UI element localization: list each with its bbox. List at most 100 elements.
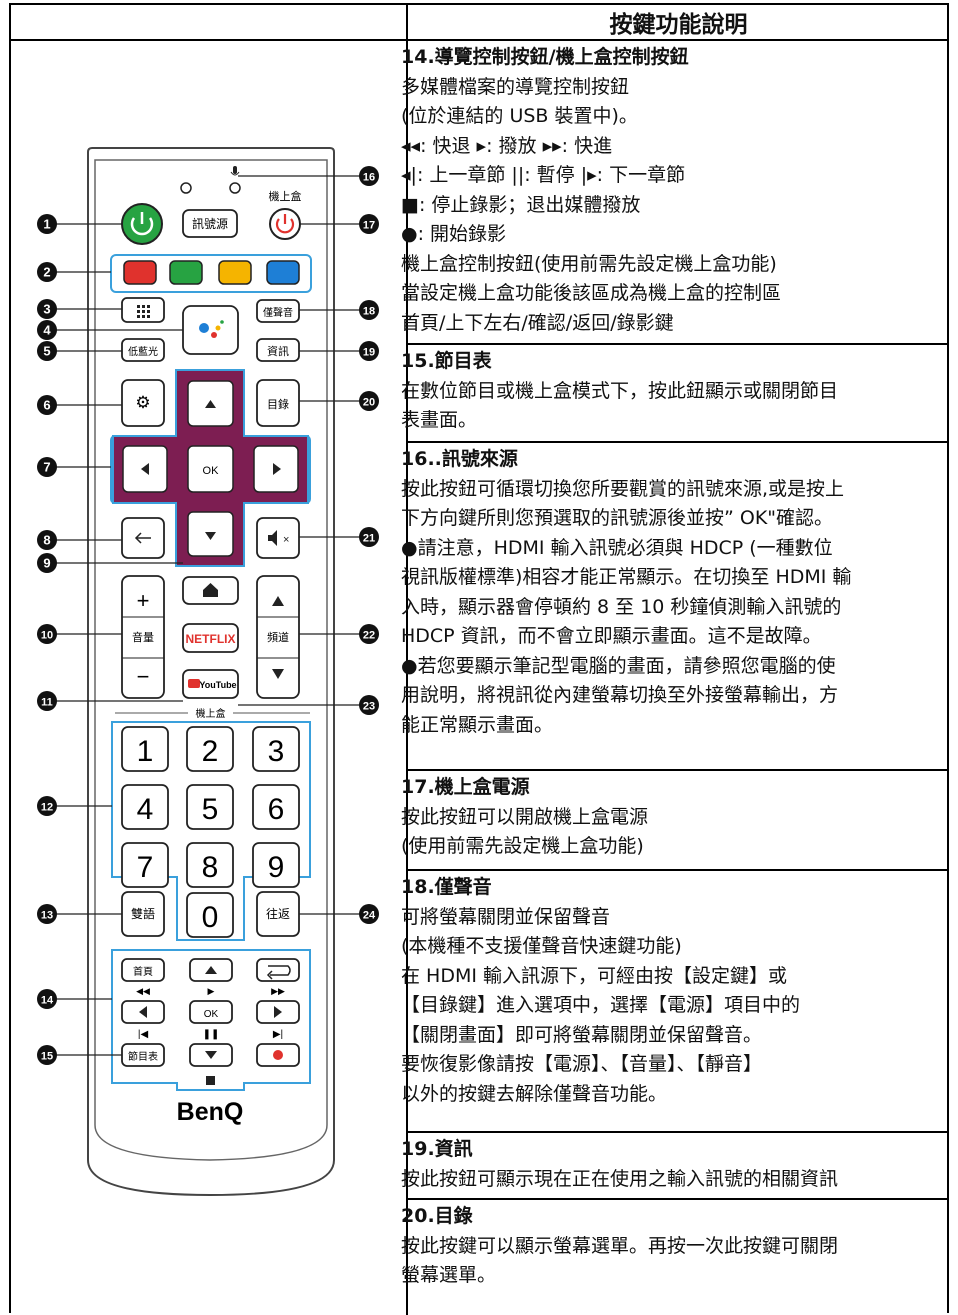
stb-power-icon (275, 214, 295, 234)
stb-ok-button[interactable] (189, 1000, 233, 1024)
callout-number: 7 (43, 460, 50, 475)
section-line: 可將螢幕關閉並保留聲音 (401, 905, 611, 928)
stb-ok-label: OK (204, 1009, 219, 1020)
stb-divider-label: 機上盒 (196, 707, 226, 720)
section-line: ◂◂: 快退 ▸: 撥放 ▸▸: 快進 (401, 134, 613, 157)
section-stb-power: 17.機上盒電源 按此按鈕可以開啟機上盒電源 (使用前需先設定機上盒功能) (401, 773, 933, 862)
home-icon (203, 583, 218, 597)
section-line: 當設定機上盒功能後該區成為機上盒的控制區 (401, 282, 782, 304)
callout-number: 15 (41, 1051, 53, 1063)
pause-icon: ❚❚ (203, 1029, 220, 1040)
digit-label: 1 (137, 735, 154, 768)
google-assistant-icon (199, 320, 224, 338)
arrow-up-icon (205, 400, 216, 408)
callout-number: 20 (363, 397, 375, 409)
stb-up-icon (205, 966, 217, 974)
section-line: 表畫面。 (401, 409, 478, 431)
digit-button-5[interactable] (186, 784, 234, 830)
digit-button-8[interactable] (186, 842, 234, 888)
mute-icon: × (268, 530, 289, 546)
volume-label: 音量 (132, 630, 154, 644)
section-title: 14.導覽控制按鈕/機上盒控制按鈕 (401, 46, 689, 68)
netflix-button[interactable] (182, 623, 239, 653)
stb-label: 機上盒 (269, 189, 302, 203)
digit-button-3[interactable] (252, 726, 300, 772)
callout-marker (37, 624, 57, 644)
section-source: 16..訊號來源 按此按鈕可循環切換您所要觀賞的訊號來源,或是按上 下方向鍵所則… (401, 445, 933, 740)
callout-marker (359, 695, 379, 715)
stb-down-icon (205, 1051, 217, 1059)
callout-number: 4 (43, 323, 51, 338)
green-button[interactable] (169, 260, 203, 285)
section-info: 19.資訊 按此按鈕可顯示現在正在使用之輸入訊號的相關資訊 (401, 1135, 933, 1194)
callout-marker (37, 299, 57, 319)
media-highlight (111, 949, 311, 1091)
stb-home-button[interactable] (121, 958, 165, 982)
assistant-button[interactable] (182, 305, 239, 355)
return-key-label: 往返 (266, 906, 290, 921)
callout-number: 19 (363, 347, 375, 359)
settings-button[interactable] (121, 379, 165, 427)
callout-marker (37, 214, 57, 234)
callout-number: 22 (363, 630, 375, 642)
channel-down-icon (272, 669, 284, 679)
section-line: 多媒體檔案的導覽控制按鈕 (401, 75, 630, 98)
digit-button-1[interactable] (121, 726, 169, 772)
callout-number: 8 (43, 533, 50, 548)
callout-marker (37, 1045, 57, 1065)
info-button[interactable] (256, 338, 300, 362)
section-title: 15.節目表 (401, 350, 492, 372)
next-chapter-icon: ▶| (273, 1029, 283, 1040)
red-button[interactable] (123, 260, 157, 285)
volume-rocker[interactable] (121, 575, 165, 699)
low-blue-button[interactable] (121, 338, 165, 362)
digit-button-4[interactable] (121, 784, 169, 830)
stb-return-button[interactable] (256, 958, 300, 982)
svg-text:×: × (283, 534, 289, 546)
callout-number: 1 (43, 217, 50, 232)
digit-button-7[interactable] (121, 842, 169, 888)
netflix-label: NETFLIX (186, 632, 236, 646)
section-line: ●: 開始錄影 (401, 223, 507, 245)
source-button[interactable] (182, 209, 238, 238)
digit-label: 0 (202, 901, 219, 934)
section-menu: 20.目錄 按此按鍵可以顯示螢幕選單。再按一次此按鍵可關閉 螢幕選單。 (401, 1202, 933, 1291)
section-line: (位於連結的 USB 裝置中)。 (401, 105, 638, 127)
channel-up-icon (272, 596, 284, 606)
section-line: ●請注意，HDMI 輸入訊號必須與 HDCP (一種數位 (401, 536, 833, 559)
blue-button[interactable] (266, 260, 300, 285)
digit-button-2[interactable] (186, 726, 234, 772)
section-title: 17.機上盒電源 (401, 776, 530, 798)
digit-button-6[interactable] (252, 784, 300, 830)
section-line: 機上盒控制按鈕(使用前需先設定機上盒功能) (401, 252, 777, 275)
section-navigation: 14.導覽控制按鈕/機上盒控制按鈕 多媒體檔案的導覽控制按鈕 (位於連結的 US… (401, 43, 933, 338)
stb-home-label: 首頁 (133, 965, 153, 978)
section-line: 首頁/上下左右/確認/返回/錄影鍵 (401, 311, 674, 334)
callout-number: 14 (41, 995, 54, 1007)
callout-marker (359, 214, 379, 234)
youtube-button[interactable] (182, 669, 239, 699)
callout-marker (37, 457, 57, 477)
section-line: 【目錄鍵】進入選項中，選擇【電源】項目中的 (401, 994, 801, 1016)
digit-label: 9 (268, 851, 285, 884)
digit-button-0[interactable] (186, 892, 234, 938)
youtube-label: YouTube (199, 680, 236, 690)
youtube-icon (188, 679, 200, 688)
section-line: ◂|: 上一章節 ||: 暫停 |▸: 下一章節 (401, 164, 686, 186)
channel-rocker[interactable] (256, 575, 300, 699)
digit-button-9[interactable] (252, 842, 300, 888)
stop-icon (206, 1076, 215, 1085)
audio-only-button[interactable] (256, 299, 300, 323)
section-line: 按此按鈕可顯示現在正在使用之輸入訊號的相關資訊 (401, 1167, 839, 1190)
section-line: HDCP 資訊，而不會立即顯示畫面。這不是故障。 (401, 625, 822, 647)
menu-button[interactable] (256, 379, 300, 427)
ok-button[interactable] (187, 445, 234, 493)
callout-marker (37, 691, 57, 711)
section-line: 下方向鍵所則您預選取的訊號源後並按” OK"確認。 (401, 507, 834, 529)
section-epg: 15.節目表 在數位節目或機上盒模式下，按此鈕顯示或關閉節目 表畫面。 (401, 347, 933, 436)
channel-label: 頻道 (267, 630, 289, 644)
section-audio-only: 18.僅聲音 可將螢幕關閉並保留聲音 (本機種不支援僅聲音快速鍵功能) 在 HD… (401, 873, 933, 1109)
yellow-button[interactable] (218, 260, 252, 285)
mute-button[interactable] (256, 517, 300, 559)
